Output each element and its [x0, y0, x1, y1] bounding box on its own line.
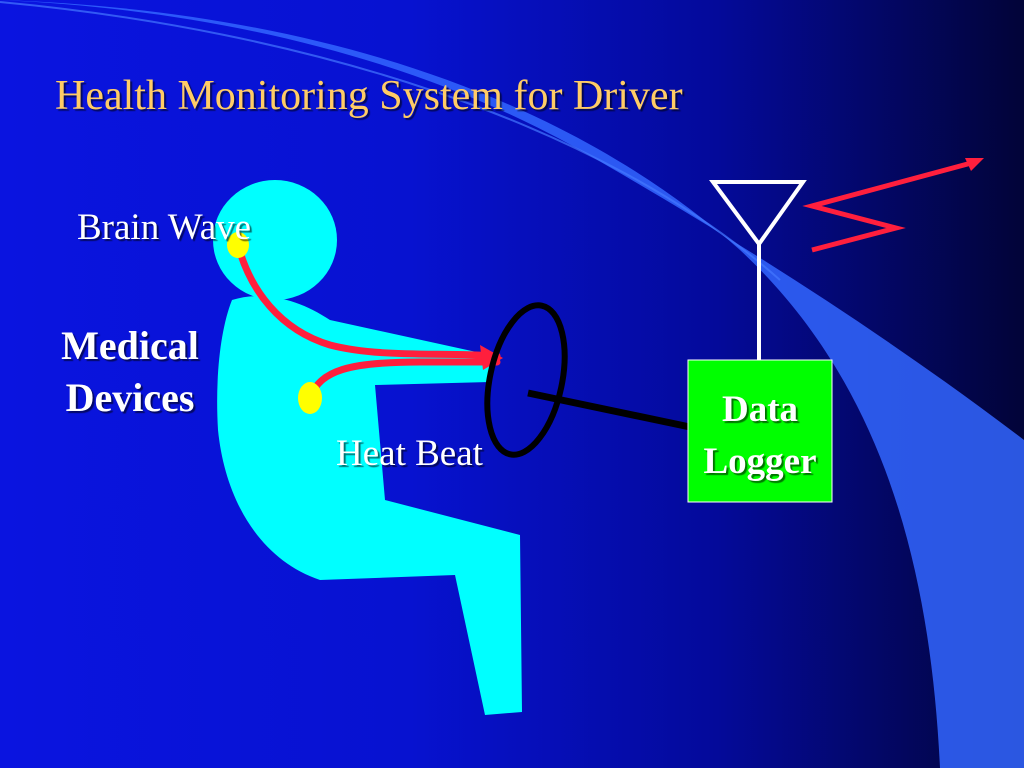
slide-title: Health Monitoring System for Driver: [55, 73, 683, 119]
antenna-dish: [709, 180, 807, 248]
medical-devices-line1: Medical: [61, 323, 199, 368]
steering-column: [527, 389, 691, 431]
wireless-signal-line: [802, 159, 976, 253]
background-swoosh-thin: [0, 1, 781, 281]
brain-wave-wire: [234, 241, 501, 360]
medical-devices-line2: Devices: [65, 375, 195, 420]
steering-wheel-rim: [484, 302, 568, 458]
data-logger-label: Data Logger: [688, 384, 832, 488]
medical-devices-label: Medical Devices: [50, 320, 210, 424]
steering-wheel-icon: [484, 302, 691, 458]
driver-body: [217, 296, 522, 715]
wireless-signal-arrowhead: [965, 158, 984, 171]
data-logger-line1: Data: [721, 389, 799, 430]
data-logger-box: [687, 359, 833, 503]
heart-beat-wire: [306, 358, 501, 402]
wireless-signal-icon: [802, 158, 984, 253]
brain-wave-label: Brain Wave: [77, 207, 252, 248]
heart-beat-label: Heat Beat: [336, 433, 483, 474]
antenna-icon: [709, 180, 807, 360]
brain-sensor: [227, 232, 249, 258]
wire-arrowhead: [480, 345, 503, 370]
heart-sensor: [298, 382, 322, 414]
data-logger-line2: Logger: [703, 441, 817, 482]
